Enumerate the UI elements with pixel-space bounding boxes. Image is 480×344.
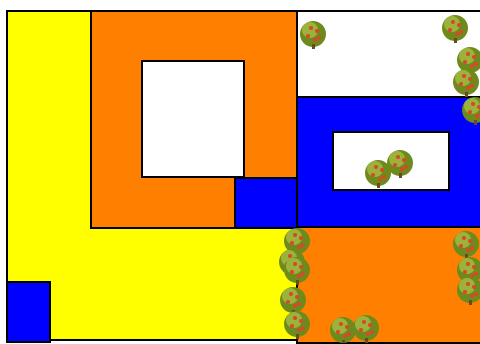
fruit-tree-icon[interactable]: [284, 311, 310, 339]
fruit-tree-icon[interactable]: [457, 277, 480, 305]
fruit-tree-icon[interactable]: [462, 97, 480, 125]
fruit-tree-icon[interactable]: [300, 21, 326, 49]
fruit-tree-icon[interactable]: [442, 15, 468, 43]
fruit-tree-icon[interactable]: [353, 315, 379, 343]
fruit-tree-icon[interactable]: [284, 257, 310, 285]
fruit-tree-icon[interactable]: [453, 231, 479, 259]
fruit-tree-icon[interactable]: [280, 287, 306, 315]
fruit-tree-icon[interactable]: [330, 317, 356, 343]
fruit-tree-icon[interactable]: [453, 69, 479, 97]
